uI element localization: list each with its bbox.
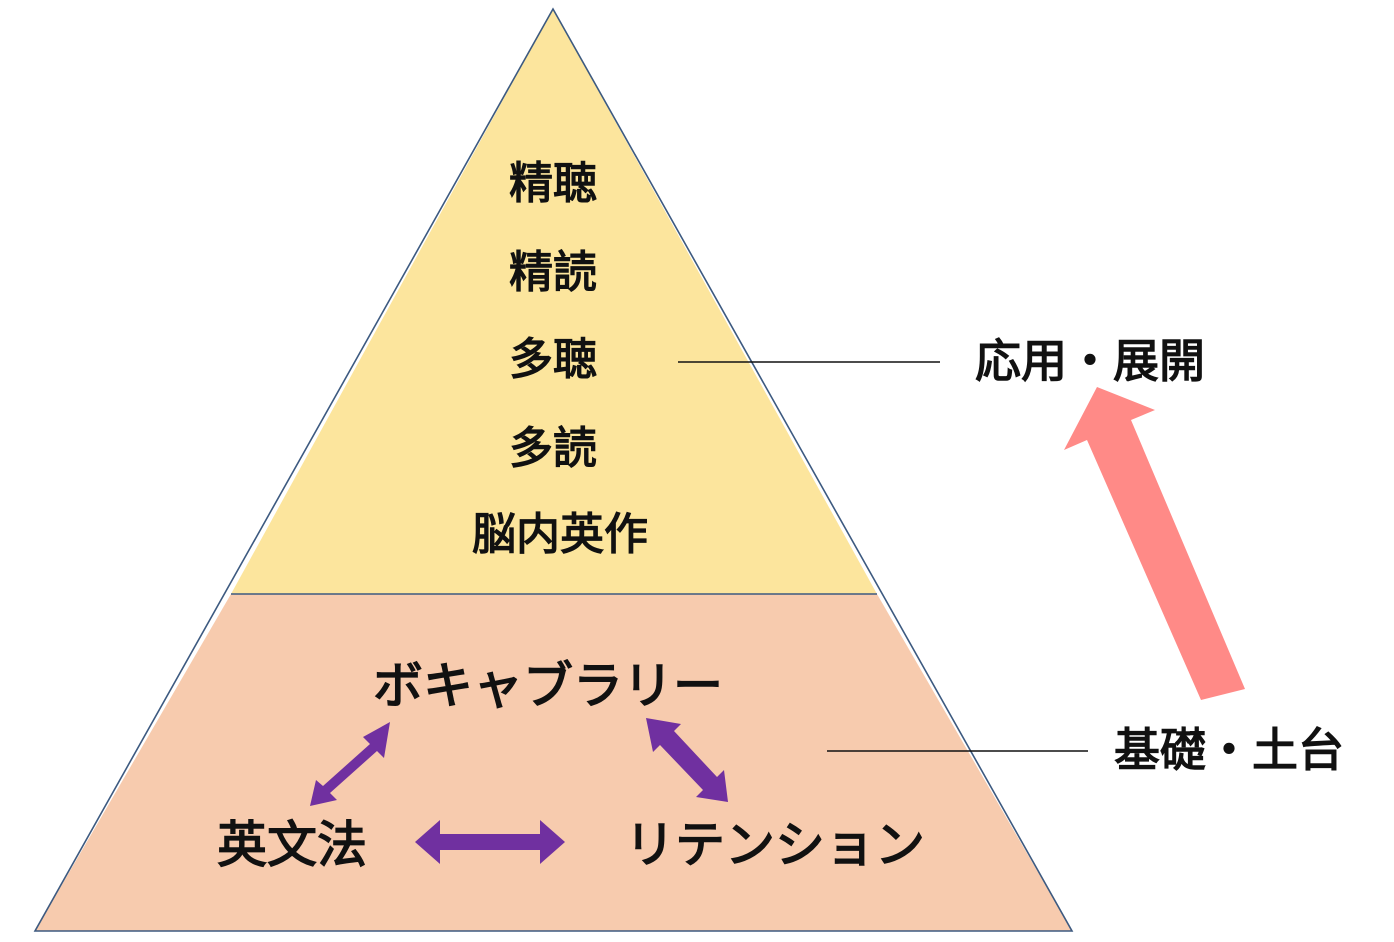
retention-label: リテンション bbox=[625, 816, 925, 874]
grammar-retention-arrow-icon bbox=[415, 820, 565, 864]
foundation-label: 基礎・土台 bbox=[1114, 723, 1344, 777]
upper-item-2: 精読 bbox=[509, 247, 597, 298]
grammar-label: 英文法 bbox=[217, 816, 367, 874]
upper-item-4: 多読 bbox=[509, 423, 597, 474]
vocabulary-label: ボキャブラリー bbox=[373, 657, 723, 715]
upper-item-3: 多聴 bbox=[509, 334, 597, 385]
application-label: 応用・展開 bbox=[975, 334, 1205, 388]
progression-arrow-icon bbox=[1064, 387, 1245, 700]
vocabulary-retention-arrow-icon bbox=[646, 718, 728, 802]
pyramid-lower-band bbox=[35, 594, 1072, 931]
upper-item-1: 精聴 bbox=[509, 158, 597, 209]
upper-item-5: 脳内英作 bbox=[472, 509, 648, 560]
grammar-vocabulary-arrow-icon bbox=[310, 722, 390, 806]
pyramid-upper-band bbox=[231, 9, 877, 594]
pyramid-outline bbox=[33, 7, 1074, 932]
